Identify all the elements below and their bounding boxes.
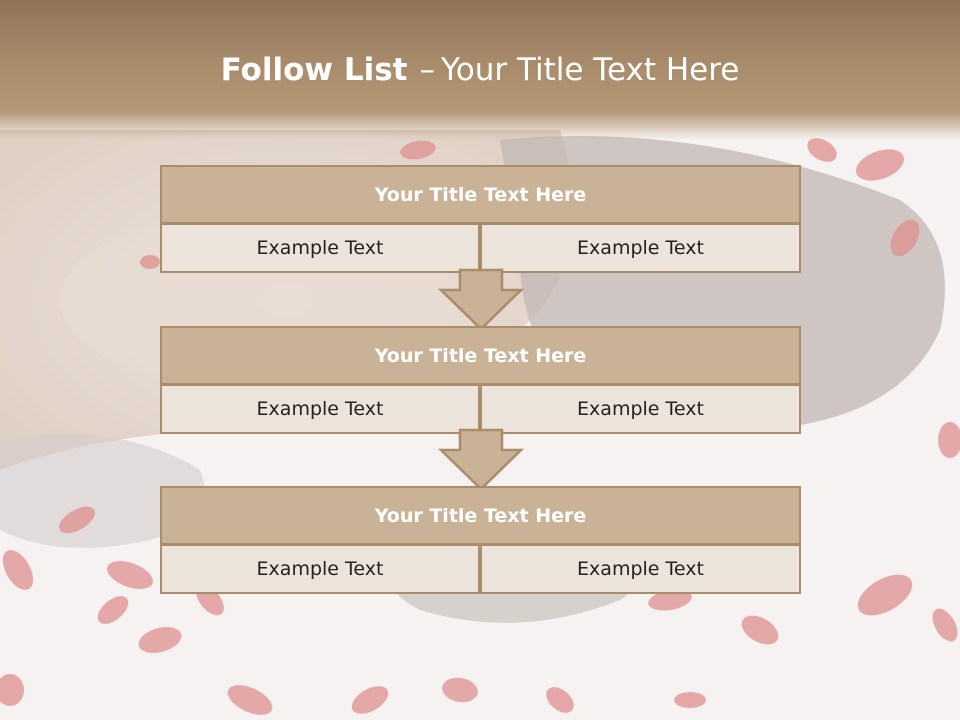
list-block-3: Your Title Text Here Example Text Exampl… xyxy=(160,486,801,594)
slide-title: Follow List–Your Title Text Here xyxy=(0,52,960,88)
block-cell-left: Example Text xyxy=(160,544,480,594)
rose-petals xyxy=(0,138,960,715)
title-bold: Follow List xyxy=(220,52,408,88)
block-cell-left: Example Text xyxy=(160,223,480,273)
title-rest: Your Title Text Here xyxy=(440,52,740,88)
list-block-1: Your Title Text Here Example Text Exampl… xyxy=(160,165,801,273)
down-arrow-icon xyxy=(438,428,524,491)
block-title: Your Title Text Here xyxy=(160,165,801,224)
title-separator: – xyxy=(419,52,435,88)
block-cell-right: Example Text xyxy=(480,223,801,273)
block-cell-left: Example Text xyxy=(160,384,480,434)
block-cell-right: Example Text xyxy=(480,544,801,594)
down-arrow-icon xyxy=(438,268,524,331)
block-title: Your Title Text Here xyxy=(160,326,801,385)
header-band xyxy=(0,0,960,140)
block-title: Your Title Text Here xyxy=(160,486,801,545)
block-cell-right: Example Text xyxy=(480,384,801,434)
list-block-2: Your Title Text Here Example Text Exampl… xyxy=(160,326,801,434)
